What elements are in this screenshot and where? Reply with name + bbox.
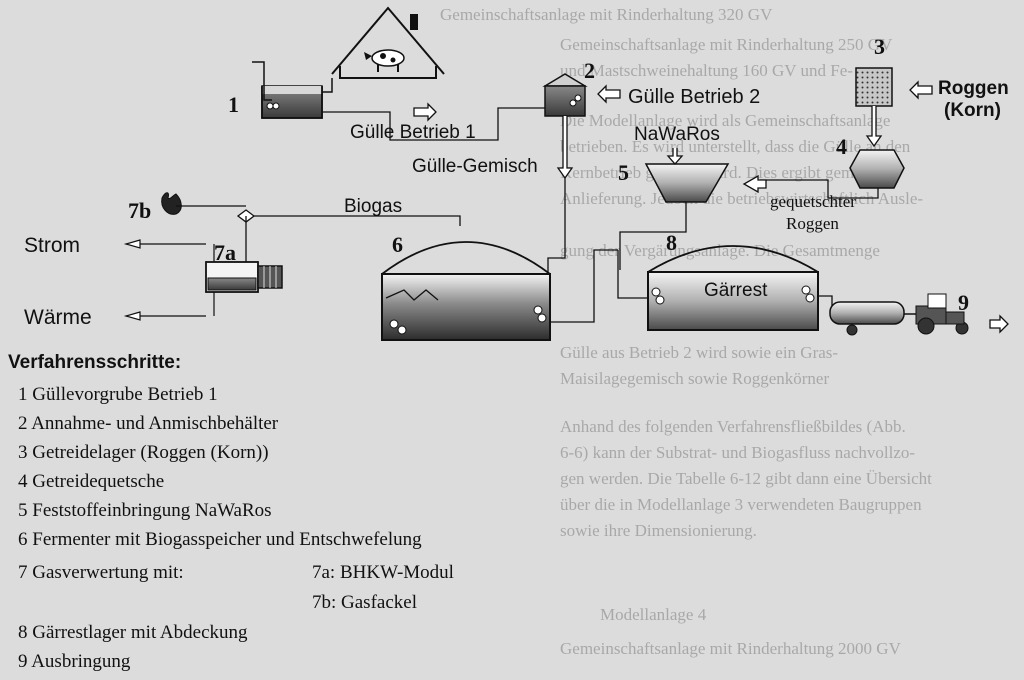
label-step-8: 8 bbox=[666, 230, 677, 255]
flow-arrow-output-9 bbox=[989, 314, 1009, 334]
mixing-tank-2 bbox=[542, 73, 588, 117]
label-step-6: 6 bbox=[392, 232, 403, 257]
legend-item: 7 Gasverwertung mit: bbox=[18, 562, 184, 583]
legend-item: 9 Ausbringung bbox=[18, 651, 131, 672]
label-step-9: 9 bbox=[958, 290, 969, 315]
legend-item: 2 Annahme- und Anmischbehälter bbox=[18, 413, 279, 434]
label-step-7b: 7b bbox=[128, 198, 152, 223]
label-roggen-crushed: Roggen bbox=[786, 214, 839, 233]
label-korn: (Korn) bbox=[944, 100, 1001, 121]
label-roggen: Roggen bbox=[938, 78, 1009, 99]
legend-title: Verfahrensschritte: bbox=[8, 352, 182, 373]
legend-item: 1 Güllevorgrube Betrieb 1 bbox=[18, 384, 218, 405]
flow-arrow-waerme bbox=[123, 311, 206, 321]
slurry-pit-1 bbox=[252, 61, 323, 119]
grain-crusher-4 bbox=[849, 149, 905, 189]
label-step-5: 5 bbox=[618, 160, 629, 185]
label-step-3: 3 bbox=[874, 34, 885, 59]
tractor-tanker-icon bbox=[829, 293, 969, 336]
flow-arrow-strom bbox=[123, 239, 206, 249]
legend-item: 8 Gärrestlager mit Abdeckung bbox=[18, 622, 248, 643]
label-biogas: Biogas bbox=[344, 196, 403, 217]
flow-arrow-guelle-1 bbox=[413, 102, 437, 122]
label-guelle-gemisch: Gülle-Gemisch bbox=[412, 156, 538, 177]
legend-item: 3 Getreidelager (Roggen (Korn)) bbox=[18, 442, 269, 463]
digestate-storage-8 bbox=[647, 245, 819, 331]
label-waerme: Wärme bbox=[24, 306, 92, 329]
label-gaerrest: Gärrest bbox=[704, 280, 768, 301]
label-step-1: 1 bbox=[228, 92, 239, 117]
label-step-2: 2 bbox=[584, 58, 595, 83]
barn-icon bbox=[331, 6, 445, 79]
gas-flare-7b bbox=[161, 192, 182, 215]
grain-silo-3 bbox=[855, 67, 893, 107]
legend-item: 5 Feststoffeinbringung NaWaRos bbox=[18, 500, 272, 521]
fermenter-6 bbox=[381, 241, 551, 341]
chp-module-7a bbox=[205, 261, 283, 293]
solids-feeder-5 bbox=[644, 163, 730, 203]
label-guelle-betrieb-2: Gülle Betrieb 2 bbox=[628, 86, 761, 108]
label-guelle-betrieb-1: Gülle Betrieb 1 bbox=[350, 122, 476, 143]
legend-subitem-7a: 7a: BHKW-Modul bbox=[312, 562, 454, 583]
legend-item: 4 Getreidequetsche bbox=[18, 471, 165, 492]
flow-arrow-crushed-rye bbox=[742, 174, 767, 194]
label-strom: Strom bbox=[24, 234, 81, 257]
label-step-7a: 7a bbox=[214, 240, 236, 265]
label-step-4: 4 bbox=[836, 134, 847, 159]
flow-arrow-roggen bbox=[909, 80, 933, 100]
label-nawaros: NaWaRos bbox=[634, 124, 720, 145]
label-gequetschter: gequetschter bbox=[770, 192, 856, 211]
legend-subitem-7b: 7b: Gasfackel bbox=[312, 592, 417, 613]
cow-icon bbox=[364, 49, 405, 72]
flow-arrow-guelle-2 bbox=[597, 84, 621, 104]
legend-item: 6 Fermenter mit Biogasspeicher und Entsc… bbox=[18, 529, 422, 550]
